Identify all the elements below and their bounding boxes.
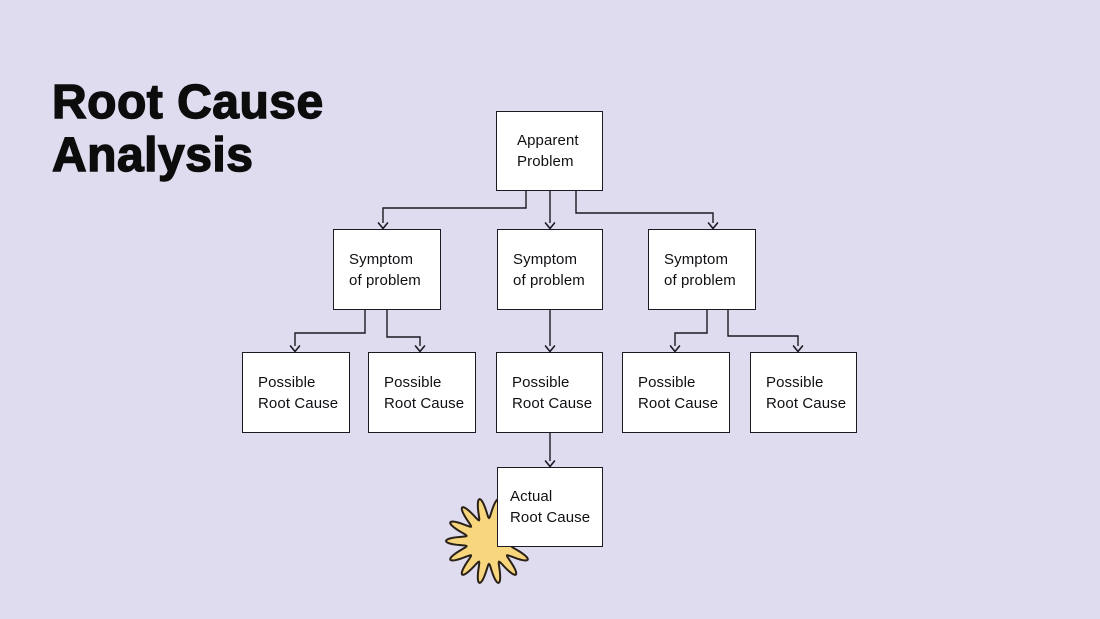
slide-title-line2: Analysis	[51, 128, 254, 183]
node-label: Possible	[638, 373, 696, 391]
node-label: Symptom	[664, 250, 729, 268]
connectors-level-3	[544, 433, 556, 468]
node-label: Possible	[384, 373, 442, 391]
node-label: Possible	[258, 373, 316, 391]
node-label: Root Cause	[384, 394, 465, 412]
node-label: of problem	[513, 271, 585, 289]
node-symptom-of-problem-2: Symptom of problem	[497, 229, 603, 310]
node-label: Root Cause	[510, 509, 591, 526]
node-possible-root-cause-4: Possible Root Cause	[622, 352, 730, 433]
node-symptom-of-problem-3: Symptom of problem	[648, 229, 756, 310]
node-label: Actual	[510, 488, 553, 505]
node-possible-root-cause-2: Possible Root Cause	[368, 352, 476, 433]
node-symptom-of-problem-1: Symptom of problem	[333, 229, 441, 310]
connectors-level-1	[377, 191, 719, 230]
node-label: Symptom	[513, 250, 578, 268]
node-label: Root Cause	[512, 394, 593, 412]
node-label: of problem	[664, 271, 736, 289]
node-label: Root Cause	[638, 394, 719, 412]
connectors-level-2	[289, 310, 804, 353]
node-label: Symptom	[349, 250, 414, 268]
node-label: Apparent	[517, 132, 579, 149]
node-label: Possible	[512, 373, 570, 391]
slide-title: Root Cause Analysis	[51, 75, 324, 183]
node-possible-root-cause-3: Possible Root Cause	[496, 352, 603, 433]
node-apparent-problem: Apparent Problem	[496, 111, 603, 191]
node-possible-root-cause-1: Possible Root Cause	[242, 352, 350, 433]
node-label: Root Cause	[258, 394, 339, 412]
node-label: Root Cause	[766, 394, 847, 412]
node-actual-root-cause: Actual Root Cause	[497, 467, 603, 547]
node-label: Problem	[517, 153, 574, 170]
node-possible-root-cause-5: Possible Root Cause	[750, 352, 857, 433]
node-label: of problem	[349, 271, 421, 289]
slide-title-line1: Root Cause	[51, 75, 324, 130]
node-label: Possible	[766, 373, 824, 391]
